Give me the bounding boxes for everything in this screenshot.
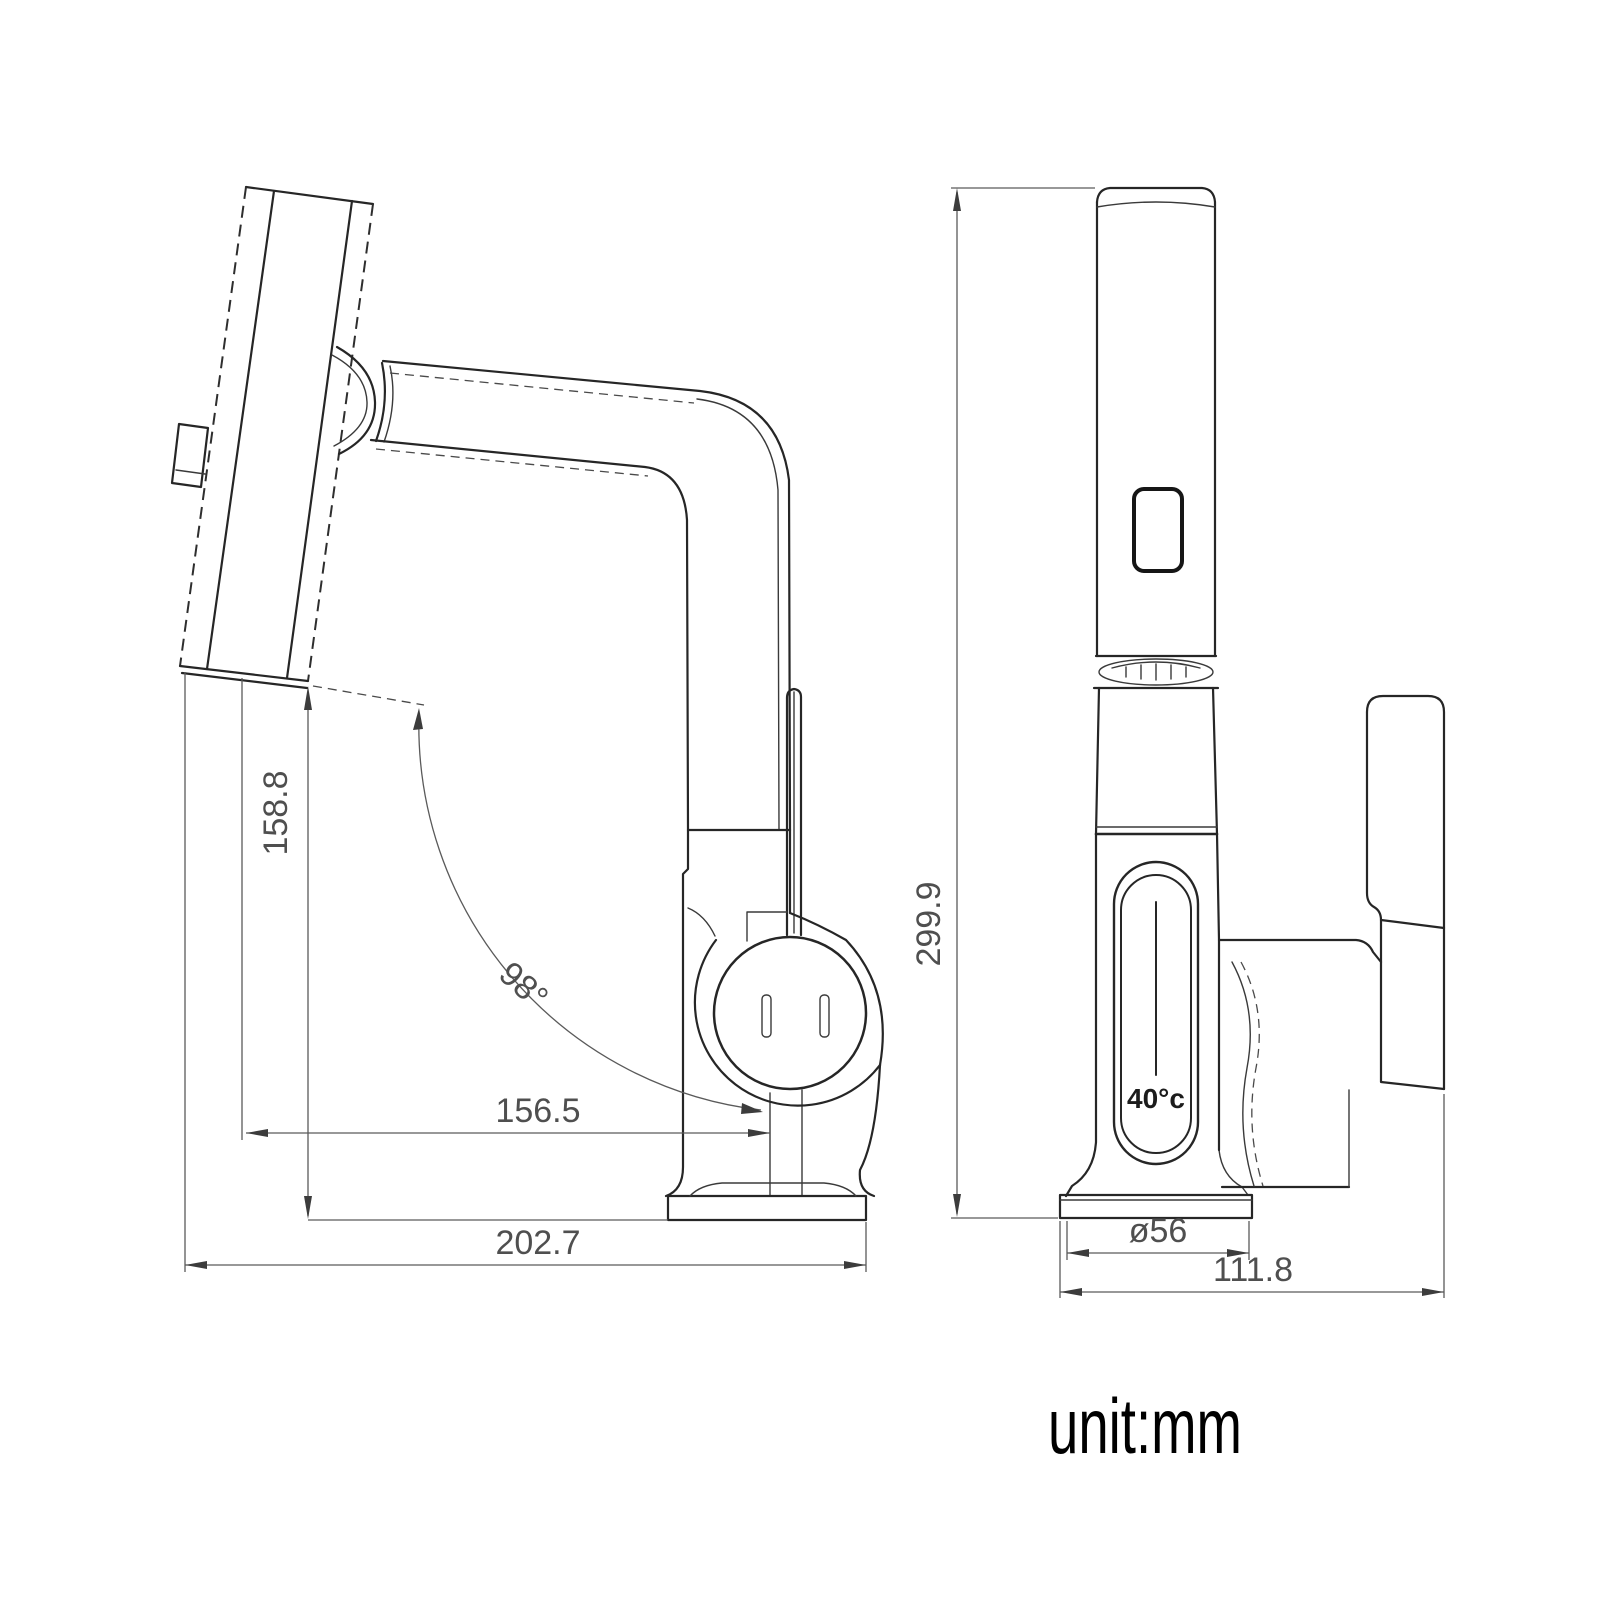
front-view: 40°c 2 — [910, 186, 1446, 1298]
spout-arm — [369, 359, 792, 832]
dim-front-view: 299.9 ø56 111.8 — [910, 187, 1445, 1298]
handle-pivot — [693, 935, 882, 1107]
handle-lever-rod — [746, 687, 803, 942]
dim-label-overall-width: 111.8 — [1213, 1251, 1293, 1289]
dim-label-overall-depth: 202.7 — [495, 1224, 580, 1262]
spout-display-window — [1132, 487, 1184, 573]
temperature-display: 40°c — [1127, 1083, 1185, 1114]
side-view: 158.8 98° 156.5 202.7 — [170, 185, 884, 1272]
spray-head — [170, 185, 375, 690]
unit-note: unit:mm — [1048, 1382, 1242, 1470]
aerator-collar — [1092, 654, 1220, 690]
dim-label-spout-height: 158.8 — [257, 770, 295, 855]
dim-label-overall-height: 299.9 — [910, 881, 948, 966]
body-side — [664, 828, 884, 1198]
head-button — [170, 422, 210, 489]
base-side — [666, 1182, 868, 1222]
dim-label-spout-reach: 156.5 — [495, 1092, 580, 1130]
handle-front — [1217, 694, 1446, 1189]
spout-column — [1092, 186, 1220, 836]
base-front — [1058, 1193, 1254, 1220]
dim-label-base-diameter: ø56 — [1129, 1212, 1188, 1250]
dim-side-view: 158.8 98° 156.5 202.7 — [184, 672, 867, 1272]
body-front: 40°c — [1064, 832, 1249, 1198]
